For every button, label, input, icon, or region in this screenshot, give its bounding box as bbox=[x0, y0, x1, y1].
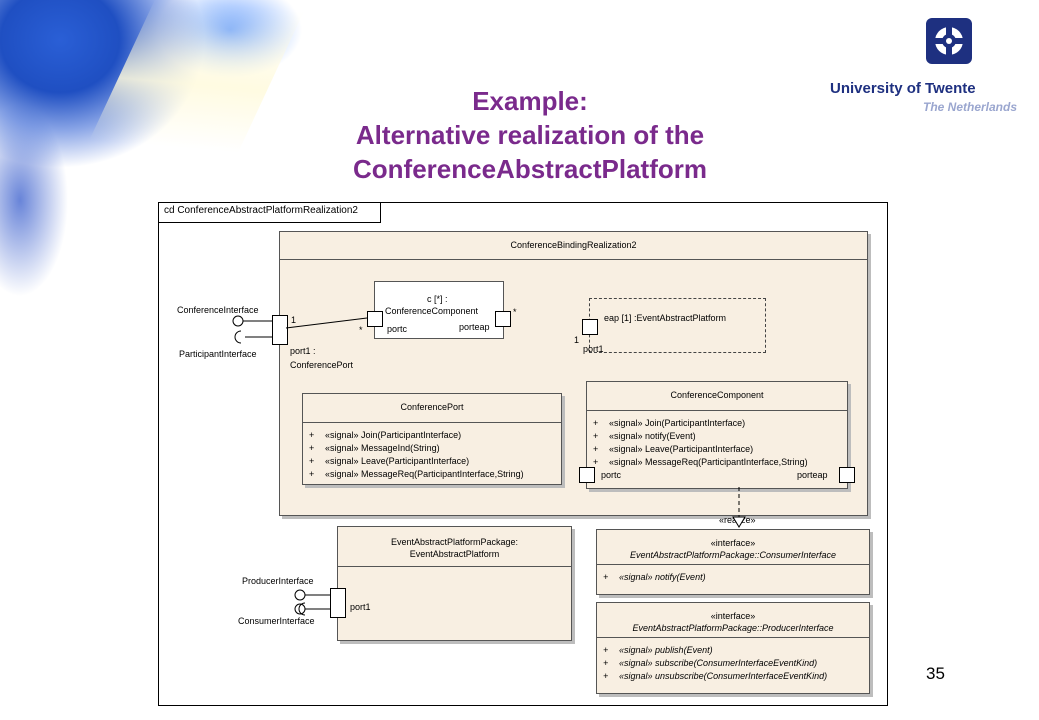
binding-port1 bbox=[272, 315, 288, 345]
uml-diagram-frame: cd ConferenceAbstractPlatformRealization… bbox=[158, 202, 888, 706]
eap-mult: 1 bbox=[574, 335, 580, 345]
university-emblem-icon bbox=[926, 18, 972, 64]
conference-port-op-2: +«signal» MessageInd(String) bbox=[309, 443, 440, 453]
event-platform-divider bbox=[338, 566, 571, 567]
consumer-interface-op-1: +«signal» notify(Event) bbox=[603, 572, 706, 582]
consumer-interface-stereotype: «interface» bbox=[710, 538, 756, 548]
part-c-line1: c [*] : bbox=[427, 294, 448, 304]
university-country: The Netherlands bbox=[923, 100, 1018, 114]
part-c-porteap bbox=[495, 311, 511, 327]
conference-component-class: ConferenceComponent +«signal» Join(Parti… bbox=[586, 381, 848, 489]
consumer-interface-label: ConsumerInterface bbox=[238, 616, 315, 626]
title-line-3: ConferenceAbstractPlatform bbox=[353, 154, 707, 184]
event-platform-title-1: EventAbstractPlatformPackage: bbox=[390, 537, 519, 547]
conference-component-op-2: +«signal» notify(Event) bbox=[593, 431, 696, 441]
consumer-interface-class: «interface» EventAbstractPlatformPackage… bbox=[596, 529, 870, 595]
producer-interface-op-3: +«signal» unsubscribe(ConsumerInterfaceE… bbox=[603, 671, 828, 681]
conference-component-title: ConferenceComponent bbox=[670, 390, 764, 400]
consumer-interface-divider bbox=[597, 564, 869, 565]
binding-title-divider bbox=[280, 259, 867, 260]
mult-one: 1 bbox=[291, 315, 297, 325]
conference-component-porteap bbox=[839, 467, 855, 483]
event-platform-port1 bbox=[330, 588, 346, 618]
conference-component-porteap-label: porteap bbox=[797, 470, 828, 480]
producer-interface-lollipop-icon bbox=[294, 589, 306, 601]
conference-port-op-1: +«signal» Join(ParticipantInterface) bbox=[309, 430, 462, 440]
slide-title: Example: Alternative realization of the … bbox=[290, 84, 770, 186]
conference-interface-label: ConferenceInterface bbox=[177, 305, 259, 315]
diagram-frame-label: cd ConferenceAbstractPlatformRealization… bbox=[159, 203, 381, 223]
part-conference-component: c [*] : ConferenceComponent portc portea… bbox=[374, 281, 504, 339]
conference-port-class: ConferencePort +«signal» Join(Participan… bbox=[302, 393, 562, 485]
conference-port-op-3: +«signal» Leave(ParticipantInterface) bbox=[309, 456, 470, 466]
conference-component-op-3: +«signal» Leave(ParticipantInterface) bbox=[593, 444, 754, 454]
conference-interface-lollipop-icon bbox=[232, 315, 244, 327]
part-c-portc-label: portc bbox=[387, 324, 408, 334]
conference-port-divider bbox=[303, 422, 561, 423]
mult-star-left: * bbox=[359, 325, 363, 335]
producer-interface-label: ProducerInterface bbox=[242, 576, 314, 586]
eap-port-label: port1 bbox=[583, 344, 604, 354]
title-line-2: Alternative realization of the bbox=[355, 120, 705, 150]
port1-to-part-c-connector bbox=[285, 317, 368, 329]
consumer-interface-socket-icon bbox=[298, 602, 306, 616]
title-line-1: Example: bbox=[472, 86, 588, 116]
event-platform-port-label: port1 bbox=[350, 602, 371, 612]
part-c-portc bbox=[367, 311, 383, 327]
consumer-interface-name: EventAbstractPlatformPackage::ConsumerIn… bbox=[629, 550, 837, 560]
slide-page-number: 35 bbox=[926, 664, 945, 683]
university-name: University of Twente bbox=[830, 80, 976, 97]
producer-interface-class: «interface» EventAbstractPlatformPackage… bbox=[596, 602, 870, 694]
conference-component-portc-label: portc bbox=[601, 470, 622, 480]
producer-interface-stereotype: «interface» bbox=[710, 611, 756, 621]
part-c-porteap-label: porteap bbox=[459, 322, 490, 332]
conference-port-op-4: +«signal» MessageReq(ParticipantInterfac… bbox=[309, 469, 524, 479]
participant-interface-socket-icon bbox=[234, 330, 242, 344]
conference-component-divider bbox=[587, 410, 847, 411]
mult-star-right: * bbox=[513, 307, 517, 317]
event-abstract-platform-class: EventAbstractPlatformPackage: EventAbstr… bbox=[337, 526, 572, 641]
conference-port-title: ConferencePort bbox=[400, 402, 464, 412]
producer-interface-divider bbox=[597, 637, 869, 638]
conference-component-op-1: +«signal» Join(ParticipantInterface) bbox=[593, 418, 746, 428]
conference-component-op-4: +«signal» MessageReq(ParticipantInterfac… bbox=[593, 457, 808, 467]
consumer-interface-lollipop-icon bbox=[294, 603, 306, 615]
binding-realization-title: ConferenceBindingRealization2 bbox=[510, 240, 637, 250]
part-eap-port bbox=[582, 319, 598, 335]
participant-interface-label: ParticipantInterface bbox=[179, 349, 257, 359]
part-eap-label: eap [1] :EventAbstractPlatform bbox=[604, 313, 727, 323]
port1-label-line1: port1 : bbox=[290, 346, 316, 356]
conference-component-portc bbox=[579, 467, 595, 483]
producer-interface-name: EventAbstractPlatformPackage::ProducerIn… bbox=[632, 623, 834, 633]
producer-interface-op-2: +«signal» subscribe(ConsumerInterfaceEve… bbox=[603, 658, 818, 668]
event-platform-title-2: EventAbstractPlatform bbox=[409, 549, 500, 559]
realize-arrowhead-icon bbox=[732, 516, 746, 528]
port1-label-line2: ConferencePort bbox=[290, 360, 354, 370]
part-c-line2: ConferenceComponent bbox=[385, 306, 479, 316]
producer-interface-op-1: +«signal» publish(Event) bbox=[603, 645, 713, 655]
diagram-connectors bbox=[232, 315, 746, 616]
university-logo: University of Twente The Netherlands bbox=[820, 14, 1035, 114]
